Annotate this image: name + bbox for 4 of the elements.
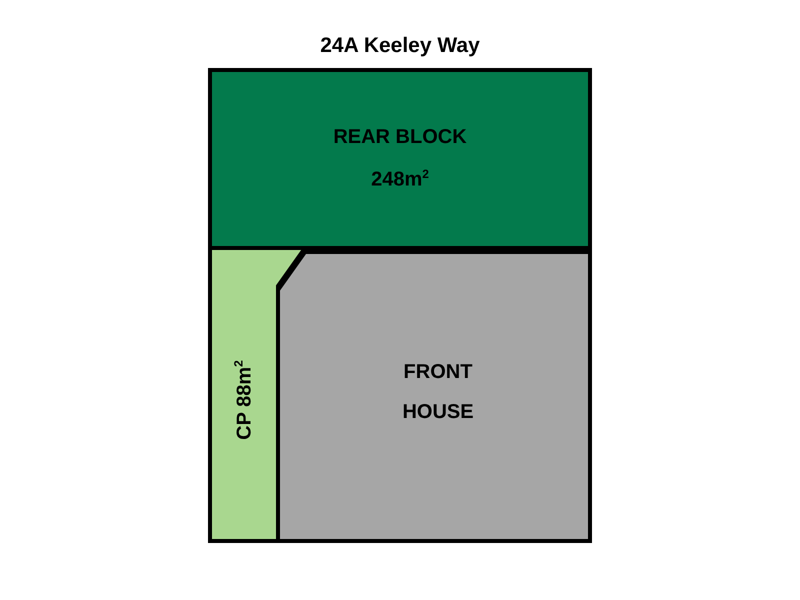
plan-title: 24A Keeley Way <box>319 34 481 58</box>
area-label: 248m$^{2}$ <box>370 167 430 192</box>
lot-name: REAR BLOCK <box>332 126 468 149</box>
lot-name: FRONT HOUSE <box>401 360 475 425</box>
